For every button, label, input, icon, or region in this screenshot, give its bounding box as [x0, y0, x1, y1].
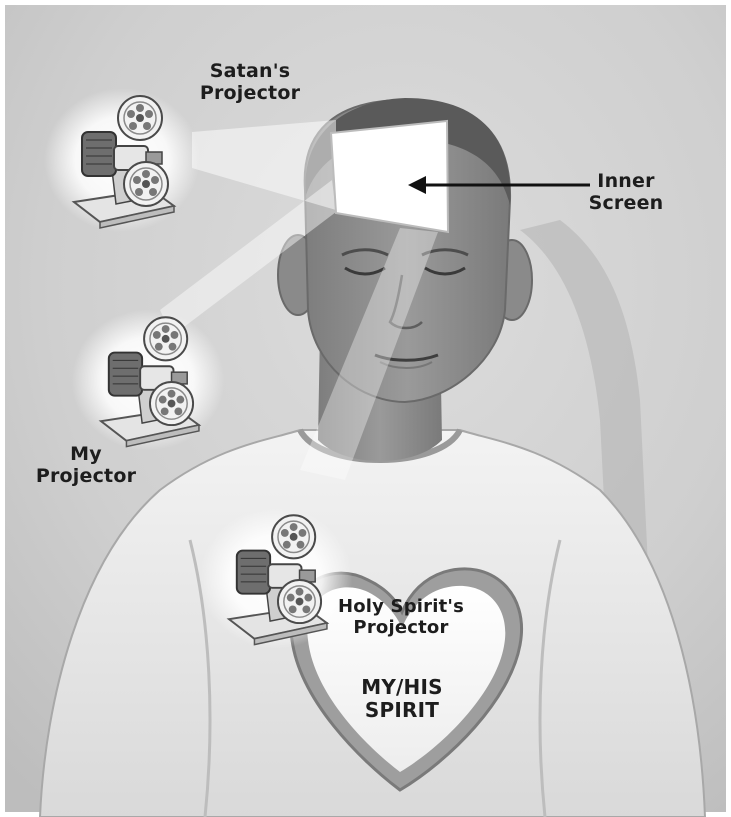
film-projector-icon: [200, 507, 353, 648]
inner-screen: [331, 121, 448, 232]
film-projector-icon: [44, 88, 200, 232]
holy-spirit-projector-label: Holy Spirit's Projector: [335, 596, 467, 638]
my-his-spirit-label: MY/HIS SPIRIT: [350, 676, 454, 722]
my-projector-label: My Projector: [22, 443, 150, 488]
film-projector-icon: [72, 309, 225, 450]
satan-projector-label: Satan's Projector: [198, 60, 302, 105]
inner-screen-label: Inner Screen: [584, 170, 668, 215]
